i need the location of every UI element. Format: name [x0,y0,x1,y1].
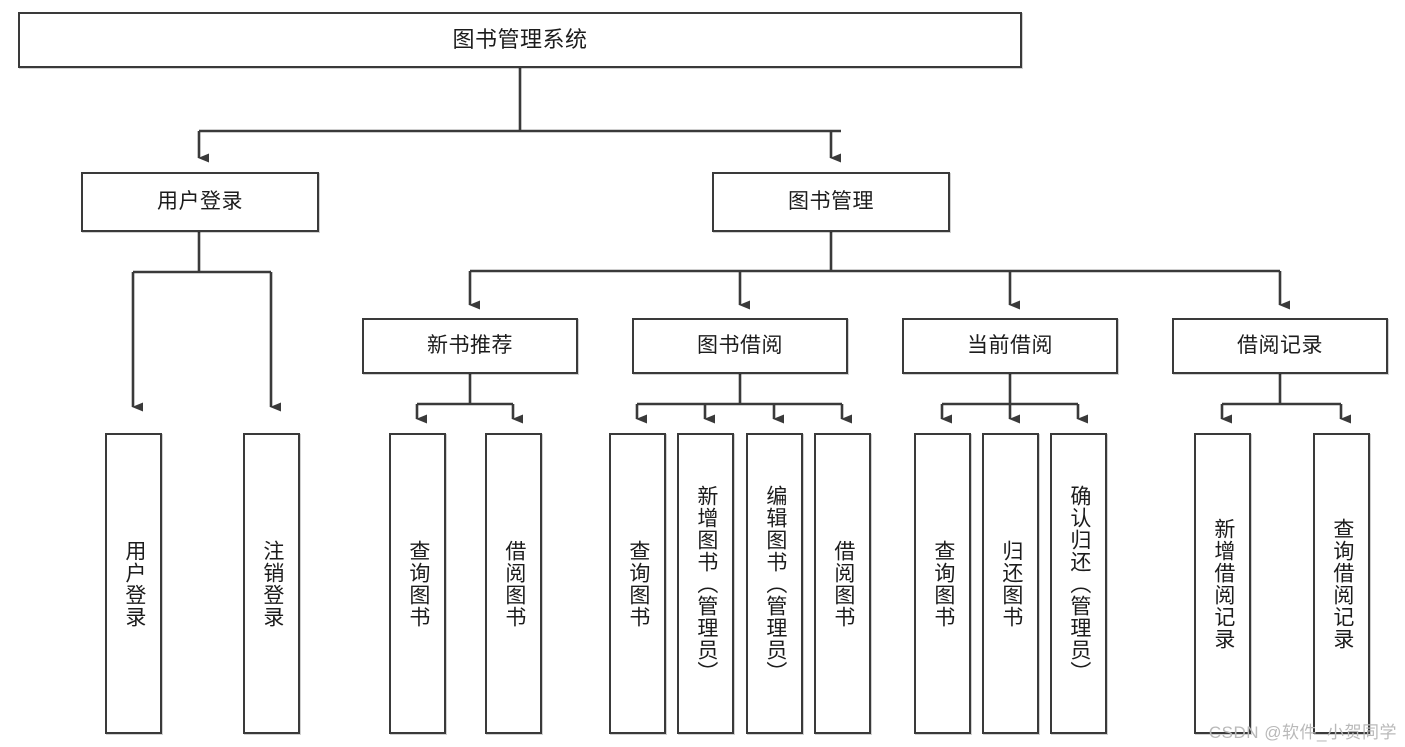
node-leaf-br-query-record[interactable]: 查询借阅记录 [1313,433,1370,734]
node-leaf-bb-borrow-book[interactable]: 借阅图书 [814,433,871,734]
node-leaf-nb-borrow-book[interactable]: 借阅图书 [485,433,542,734]
node-leaf-logout[interactable]: 注销登录 [243,433,300,734]
node-leaf-bb-edit-book[interactable]: 编辑图书（管理员） [746,433,803,734]
node-leaf-nb-query-book[interactable]: 查询图书 [389,433,446,734]
node-leaf-bb-add-book[interactable]: 新增图书（管理员） [677,433,734,734]
node-user-login-label: 用户登录 [157,190,243,214]
node-root-label: 图书管理系统 [452,26,588,52]
node-leaf-cb-return-book[interactable]: 归还图书 [982,433,1039,734]
node-book-manage[interactable]: 图书管理 [712,172,950,232]
node-leaf-bb-query-book[interactable]: 查询图书 [609,433,666,734]
node-new-book[interactable]: 新书推荐 [362,318,578,374]
node-leaf-cb-confirm-return[interactable]: 确认归还（管理员） [1050,433,1107,734]
node-leaf-br-add-record-label: 新增借阅记录 [1211,517,1235,650]
node-leaf-user-login[interactable]: 用户登录 [105,433,162,734]
watermark: CSDN @软件_小贺同学 [1208,723,1397,742]
node-leaf-logout-label: 注销登录 [260,539,284,628]
node-book-borrow-label: 图书借阅 [697,334,783,358]
node-leaf-br-add-record[interactable]: 新增借阅记录 [1194,433,1251,734]
node-borrow-record[interactable]: 借阅记录 [1172,318,1388,374]
node-leaf-bb-edit-book-label: 编辑图书（管理员） [763,484,787,683]
node-leaf-br-query-record-label: 查询借阅记录 [1330,517,1354,650]
node-current-borrow[interactable]: 当前借阅 [902,318,1118,374]
node-leaf-cb-query-book-label: 查询图书 [931,539,955,628]
node-leaf-bb-query-book-label: 查询图书 [626,539,650,628]
node-leaf-user-login-label: 用户登录 [122,539,146,628]
node-leaf-cb-query-book[interactable]: 查询图书 [914,433,971,734]
node-book-borrow[interactable]: 图书借阅 [632,318,848,374]
node-leaf-cb-return-book-label: 归还图书 [999,539,1023,628]
node-user-login[interactable]: 用户登录 [81,172,319,232]
node-new-book-label: 新书推荐 [427,334,513,358]
node-current-borrow-label: 当前借阅 [967,334,1053,358]
node-book-manage-label: 图书管理 [788,190,874,214]
node-root[interactable]: 图书管理系统 [18,12,1022,68]
node-leaf-bb-borrow-book-label: 借阅图书 [831,539,855,628]
node-borrow-record-label: 借阅记录 [1237,334,1323,358]
node-leaf-nb-borrow-book-label: 借阅图书 [502,539,526,628]
node-leaf-bb-add-book-label: 新增图书（管理员） [694,484,718,683]
node-leaf-cb-confirm-return-label: 确认归还（管理员） [1067,484,1091,683]
node-leaf-nb-query-book-label: 查询图书 [406,539,430,628]
